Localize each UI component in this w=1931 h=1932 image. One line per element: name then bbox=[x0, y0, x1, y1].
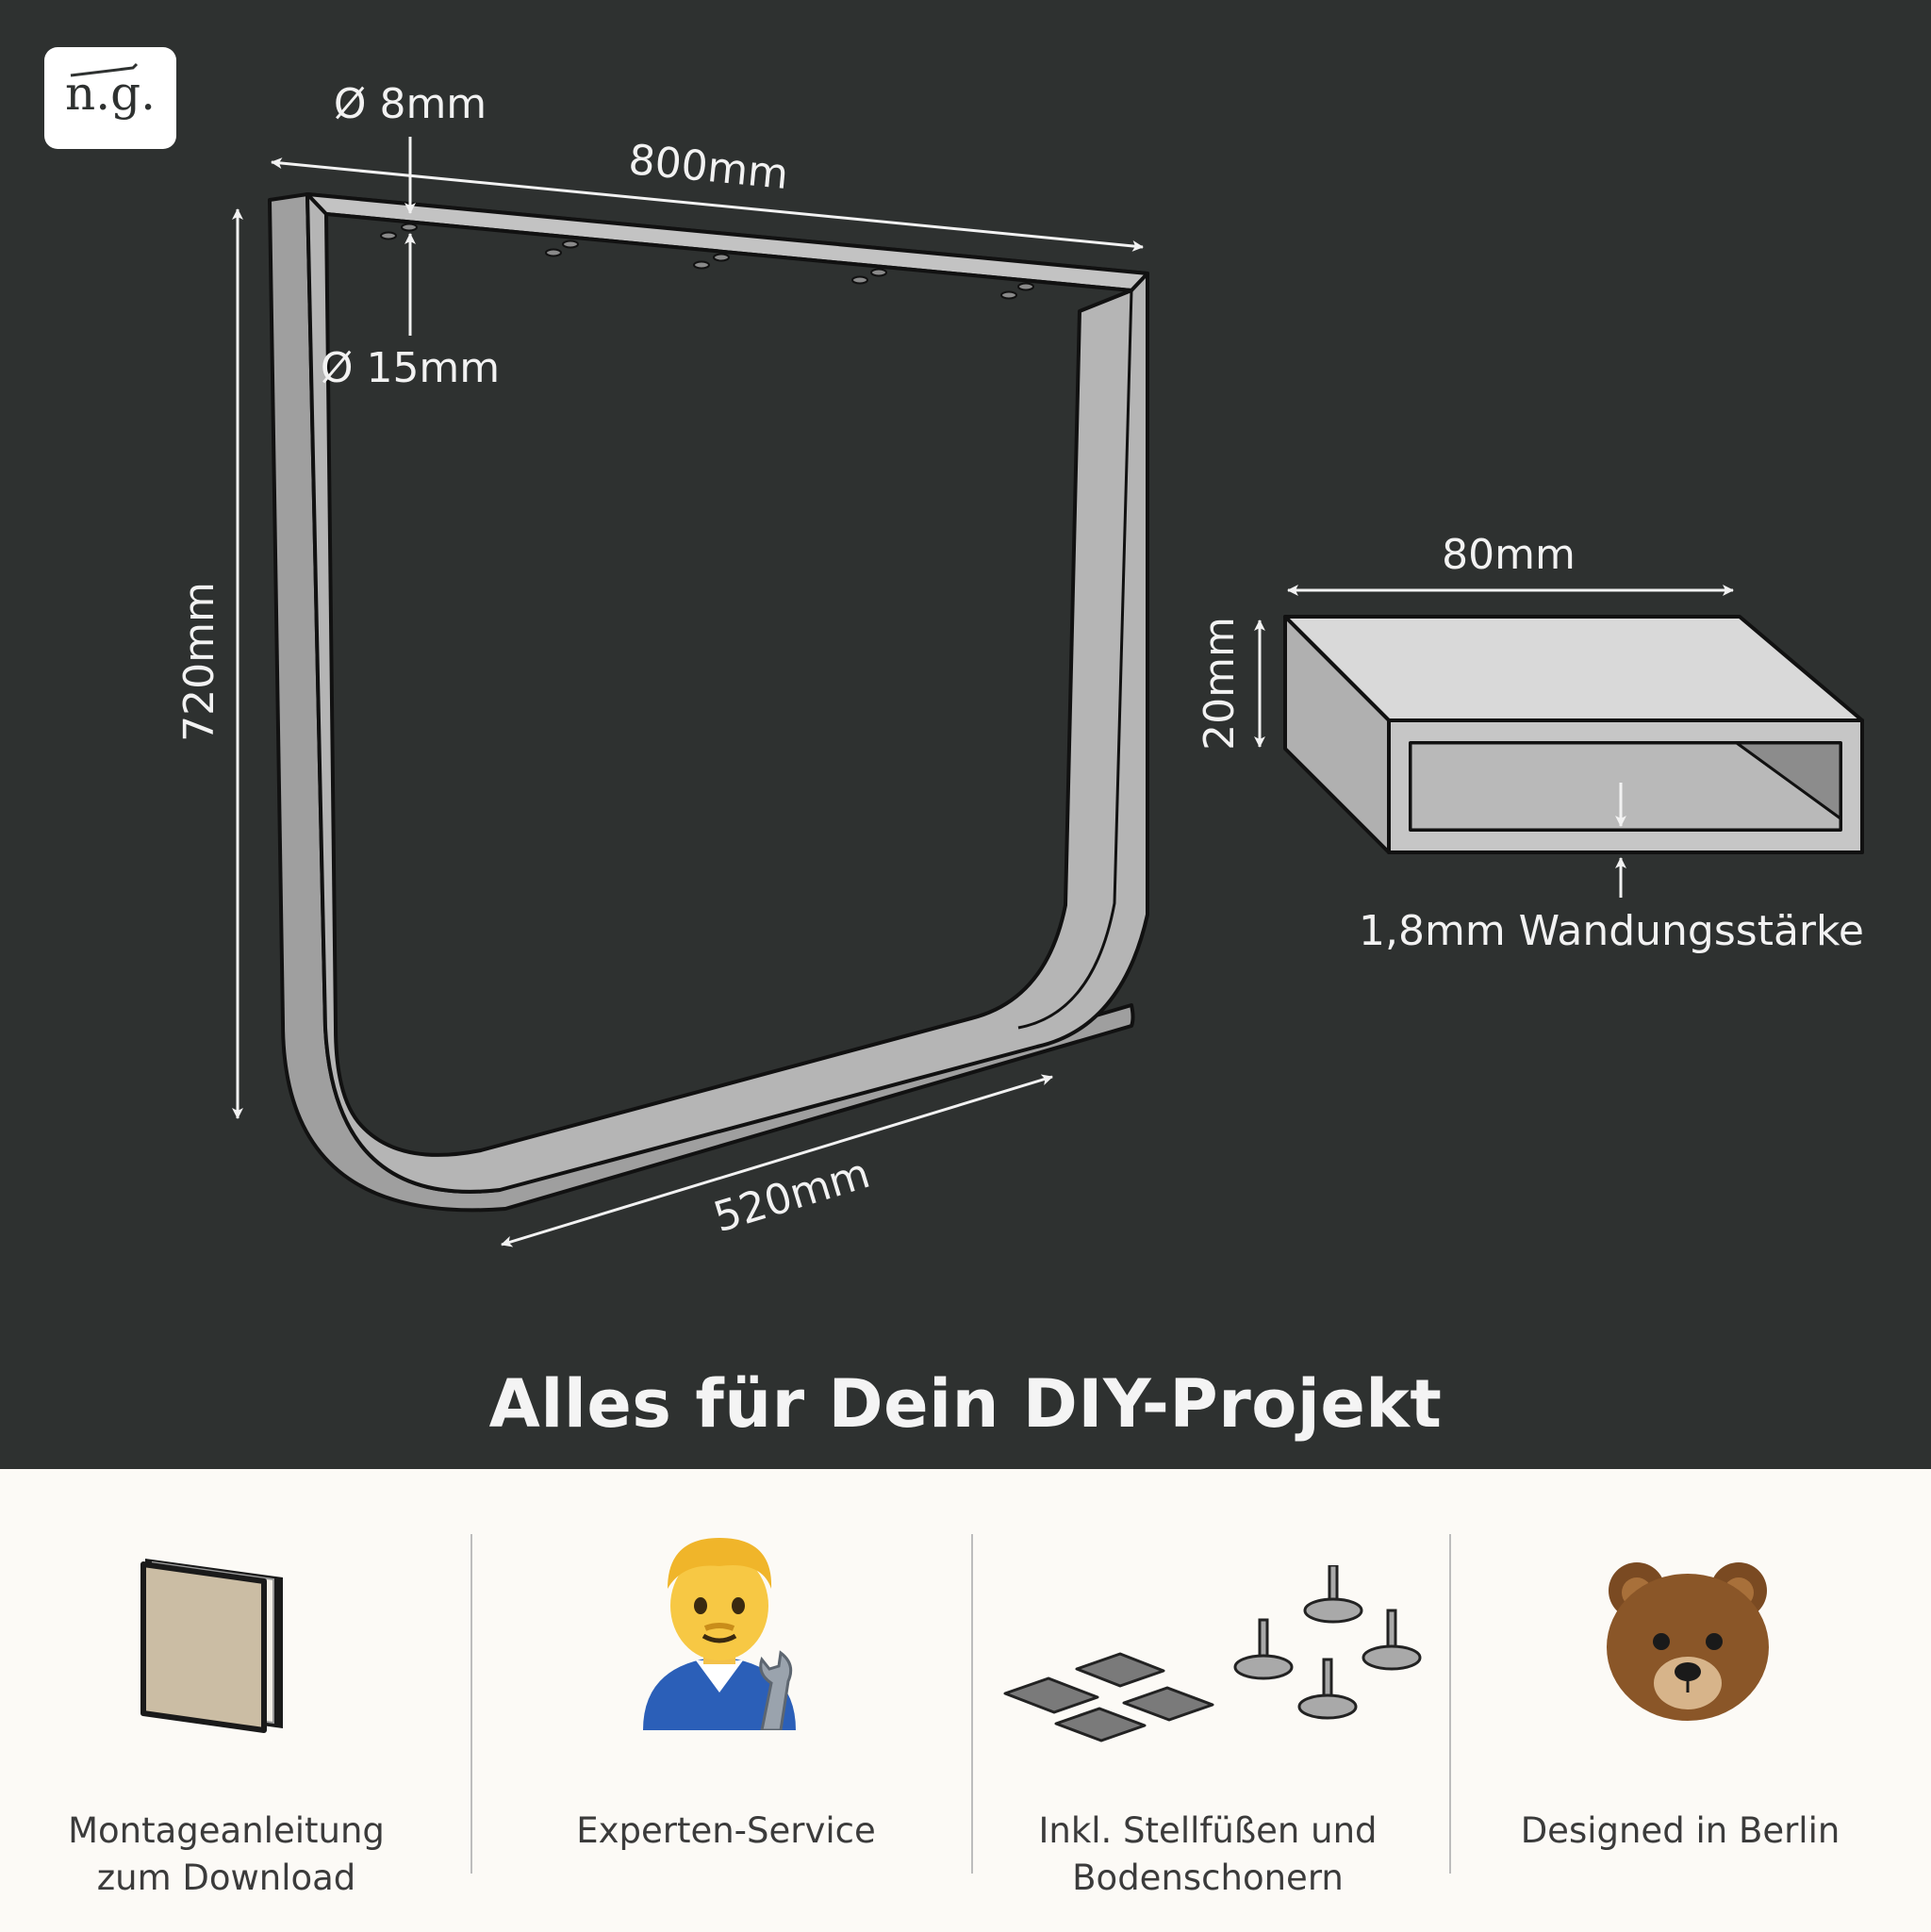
tube-inner-back bbox=[1409, 741, 1842, 832]
book-icon bbox=[140, 1559, 283, 1733]
dimension-diagram: Ø 8mm Ø 15mm 800mm 720mm 520mm 80mm 20mm… bbox=[175, 80, 1864, 1247]
bottom-arrow bbox=[501, 1074, 1053, 1247]
feature-divider bbox=[470, 1534, 472, 1874]
bear-icon bbox=[1607, 1562, 1769, 1721]
profile-width-label: 80mm bbox=[1442, 531, 1576, 579]
hole bbox=[545, 248, 562, 257]
hole bbox=[562, 239, 579, 249]
feature-divider bbox=[971, 1534, 973, 1874]
frame-inner-edge bbox=[325, 212, 1133, 1030]
hole bbox=[693, 260, 710, 270]
height-label: 720mm bbox=[175, 582, 223, 742]
hole bbox=[380, 231, 397, 240]
feature-label-service: Experten-Service bbox=[576, 1810, 876, 1851]
feature-divider bbox=[1449, 1534, 1451, 1874]
brand-logo: n.g. bbox=[44, 47, 176, 149]
width-label: 800mm bbox=[626, 136, 790, 199]
frame-inner-opening bbox=[324, 212, 1133, 1157]
profile-height-label: 20mm bbox=[1196, 617, 1244, 751]
feature-label-berlin: Designed in Berlin bbox=[1520, 1810, 1840, 1851]
hole bbox=[1000, 290, 1017, 300]
hole bbox=[713, 253, 730, 262]
tube-inner-wall bbox=[1735, 741, 1842, 820]
frame-dimension-lines bbox=[232, 137, 1144, 1247]
logo-swoosh-icon bbox=[70, 62, 139, 77]
feet-and-pads-icon bbox=[1003, 1565, 1422, 1742]
width-arrow bbox=[271, 157, 1144, 252]
logo-text: n.g. bbox=[65, 66, 156, 121]
hole bbox=[870, 268, 887, 277]
bottom-label: 520mm bbox=[708, 1149, 875, 1242]
headline: Alles für Dein DIY-Projekt bbox=[488, 1365, 1443, 1443]
feature-label-feet: Inkl. Stellfüßen und Bodenschonern bbox=[1038, 1810, 1378, 1898]
feature-label-manual: Montageanleitung zum Download bbox=[68, 1810, 385, 1898]
mechanic-icon bbox=[643, 1538, 796, 1730]
tube-profile bbox=[1283, 615, 1864, 854]
hole bbox=[401, 223, 418, 232]
features-panel bbox=[0, 1469, 1931, 1932]
profile-dimension-lines bbox=[1254, 585, 1734, 898]
hole bbox=[1017, 282, 1034, 291]
hole-small-label: Ø 8mm bbox=[334, 80, 487, 128]
hole bbox=[851, 275, 868, 285]
hole-large-label: Ø 15mm bbox=[321, 344, 500, 392]
wall-thickness-label: 1,8mm Wandungsstärke bbox=[1359, 907, 1864, 955]
